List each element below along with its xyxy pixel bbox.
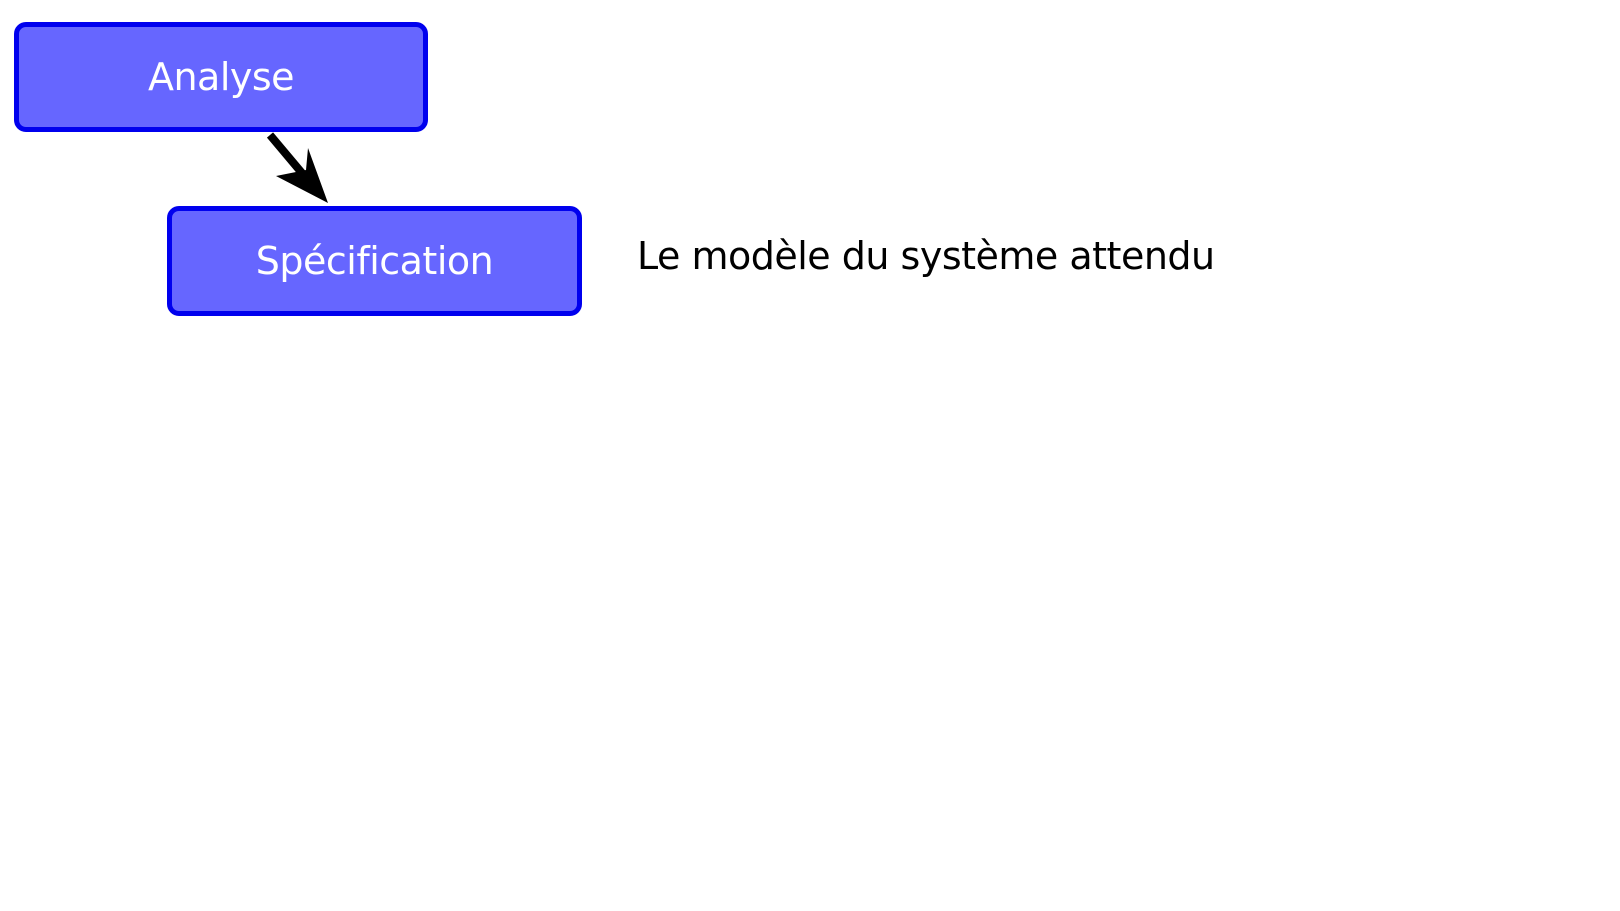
edge-line [266,132,316,188]
node-analyse[interactable]: Analyse [14,22,428,132]
node-analyse-label: Analyse [147,55,295,99]
arrowhead-icon [276,148,328,203]
node-specification[interactable]: Spécification [167,206,582,316]
edge-analyse-to-specification [266,132,328,203]
node-specification-label: Spécification [255,239,494,283]
specification-annotation: Le modèle du système attendu [637,234,1215,278]
